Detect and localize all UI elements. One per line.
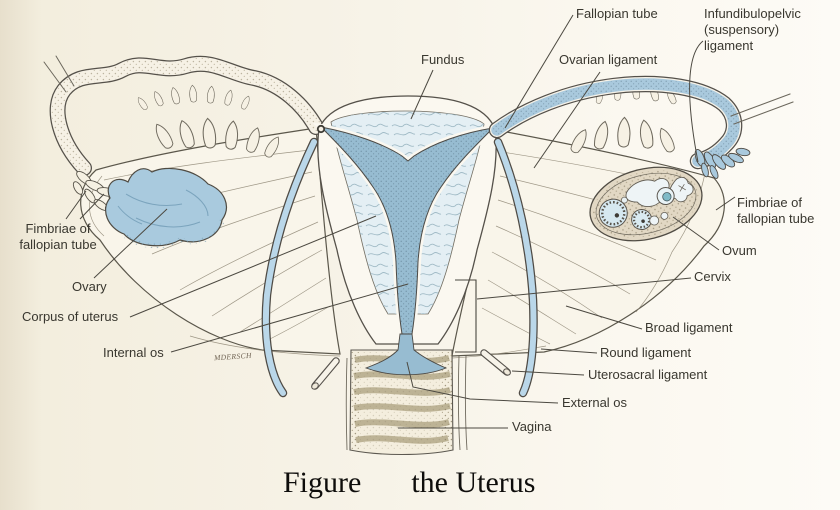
- leader-fallopian-tube: [504, 14, 574, 129]
- leader-fundus: [410, 69, 434, 120]
- label-vagina: Vagina: [512, 419, 552, 434]
- round-ligament-left: [261, 137, 319, 398]
- leader-cervix: [476, 277, 692, 300]
- leader-fimbriae-right: [715, 196, 736, 211]
- leader-ovary: [93, 208, 168, 279]
- leader-external-os: [406, 361, 559, 404]
- leader-internal-os: [170, 283, 409, 353]
- label-round-ligament: Round ligament: [600, 345, 692, 360]
- label-fundus: Fundus: [421, 52, 465, 67]
- ovary-right-section: [589, 166, 703, 242]
- peritoneal-fold-lines: [345, 355, 468, 451]
- leader-fimbriae-left: [65, 190, 105, 220]
- fimbriae-right: [694, 147, 751, 179]
- caption-title-word: the Uterus: [411, 466, 536, 499]
- leader-infundibulopelvic: [689, 40, 704, 163]
- ovary-left: [105, 167, 227, 249]
- leader-lines: [65, 14, 736, 429]
- label-corpus-of-uterus: Corpus of uterus: [22, 309, 119, 324]
- figure-caption: Figure the Uterus: [283, 466, 535, 500]
- label-infundibulopelvic-ligament: Infundibulopelvic (suspensory) ligament: [704, 6, 801, 53]
- leader-broad-ligament: [565, 305, 643, 330]
- leader-ovarian-ligament: [533, 71, 601, 169]
- label-broad-ligament: Broad ligament: [645, 320, 733, 335]
- label-internal-os: Internal os: [103, 345, 164, 360]
- leader-uterosacral: [511, 370, 585, 376]
- label-cervix: Cervix: [694, 269, 731, 284]
- fallopian-tube-right: [488, 75, 794, 170]
- label-ovarian-ligament: Ovarian ligament: [559, 52, 658, 67]
- label-uterosacral-ligament: Uterosacral ligament: [588, 367, 708, 382]
- label-external-os: External os: [562, 395, 628, 410]
- label-fimbriae-left: Fimbriae of fallopian tube: [19, 221, 97, 252]
- cervix-bracket: [455, 279, 477, 353]
- leader-corpus: [129, 215, 377, 318]
- label-ovary: Ovary: [72, 279, 107, 294]
- cornu-opening: [316, 124, 326, 134]
- suspensory-vessels: [730, 93, 794, 125]
- caption-figure-word: Figure: [283, 466, 362, 499]
- leader-ovum: [672, 216, 720, 251]
- leader-round-ligament: [540, 348, 598, 354]
- uterus: [311, 95, 502, 376]
- fallopian-tube-left: [43, 55, 324, 176]
- uterosacral-ligament-left: [311, 357, 340, 390]
- uterosacral-ligament-right: [480, 349, 511, 376]
- label-ovum: Ovum: [722, 243, 757, 258]
- label-fallopian-tube: Fallopian tube: [576, 6, 658, 21]
- label-fimbriae-right: Fimbriae of fallopian tube: [737, 195, 815, 226]
